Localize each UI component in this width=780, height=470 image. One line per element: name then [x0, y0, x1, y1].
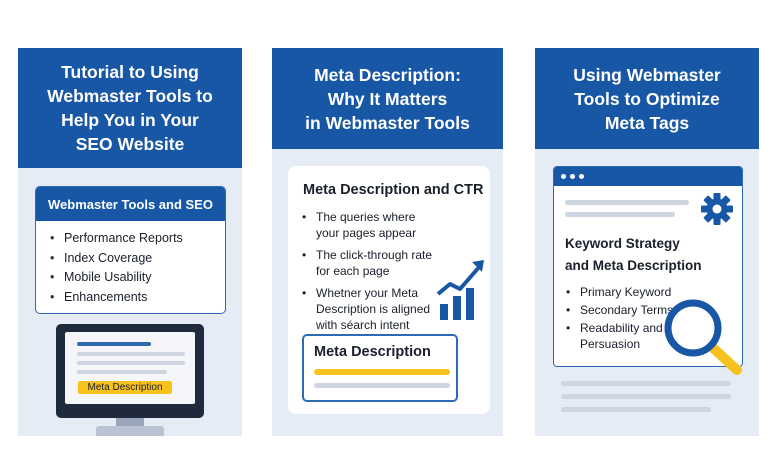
panel-meta-banner: Meta Description: Why It Matters in Webm…	[272, 48, 503, 149]
window-dot	[561, 174, 566, 179]
screen-line	[77, 361, 185, 365]
text-line	[561, 381, 731, 386]
card-title: Webmaster Tools and SEO	[36, 187, 225, 221]
panel-optimize-banner: Using Webmaster Tools to Optimize Meta T…	[535, 48, 759, 149]
webmaster-tools-card: Webmaster Tools and SEO Performance Repo…	[35, 186, 226, 314]
window-title-bar	[554, 167, 742, 186]
list-item: Whetner your Meta Description is aligned…	[302, 285, 442, 333]
list-item: Secondary Terms	[566, 300, 673, 320]
window-dot	[579, 174, 584, 179]
banner-line: Using Webmaster	[573, 64, 721, 85]
list-item: Mobile Usability	[50, 268, 225, 288]
banner-line: Meta Description:	[314, 64, 461, 85]
panel-optimize: Using Webmaster Tools to Optimize Meta T…	[535, 48, 759, 436]
list-item: Enhancements	[50, 288, 225, 308]
text-line	[565, 200, 689, 205]
meta-description-box: Meta Description	[302, 334, 458, 402]
screen-line	[77, 352, 185, 356]
banner-line: in Webmaster Tools	[305, 112, 470, 133]
panel-meta-description: Meta Description: Why It Matters in Webm…	[272, 48, 503, 436]
text-line	[561, 407, 711, 412]
banner-line: SEO Website	[75, 134, 185, 154]
banner-line: Meta Tags	[604, 112, 690, 133]
list-item: The click-through rate for each page	[302, 247, 442, 279]
list-item: Primary Keyword	[566, 282, 673, 302]
ctr-list: The queries where your pages appear The …	[302, 209, 442, 339]
meta-description-tag: Meta Description	[78, 381, 172, 394]
magnifier-icon	[664, 299, 742, 375]
ctr-card: Meta Description and CTR The queries whe…	[288, 166, 490, 414]
screen-title-bar	[77, 342, 151, 346]
bar-chart-trend-icon	[436, 260, 484, 320]
banner-line: Help You in Your	[61, 110, 199, 130]
highlight-line	[314, 369, 450, 375]
banner-line: Why It Matters	[327, 88, 448, 109]
panel-tutorial-banner: Tutorial to Using Webmaster Tools to Hel…	[18, 48, 242, 168]
monitor-base	[96, 426, 164, 436]
window-dot	[570, 174, 575, 179]
monitor-stand	[116, 418, 144, 426]
card-title: Keyword Strategy and Meta Description	[565, 233, 725, 277]
monitor-screen: Meta Description	[65, 332, 195, 404]
report-list: Performance Reports Index Coverage Mobil…	[36, 221, 225, 307]
list-item: Readability and Persuasion	[566, 320, 666, 352]
banner-line: Tutorial to Using	[61, 62, 199, 82]
list-item: Index Coverage	[50, 249, 225, 269]
text-line	[561, 394, 731, 399]
screen-line	[77, 370, 167, 374]
banner-line: Webmaster Tools to	[47, 86, 213, 106]
card-title-line: and Meta Description	[565, 258, 702, 273]
list-item: The queries where your pages appear	[302, 209, 442, 241]
meta-box-label: Meta Description	[314, 344, 431, 360]
list-item: Performance Reports	[50, 229, 225, 249]
panel-tutorial: Tutorial to Using Webmaster Tools to Hel…	[18, 48, 242, 436]
gear-icon	[701, 193, 733, 225]
card-title: Meta Description and CTR	[303, 182, 484, 198]
card-title-line: Keyword Strategy	[565, 236, 680, 251]
monitor-icon: Meta Description	[56, 324, 204, 418]
banner-line: Tools to Optimize	[574, 88, 720, 109]
keyword-list: Primary Keyword Secondary Terms Readabil…	[566, 282, 673, 352]
text-line	[565, 212, 675, 217]
text-line	[314, 383, 450, 388]
